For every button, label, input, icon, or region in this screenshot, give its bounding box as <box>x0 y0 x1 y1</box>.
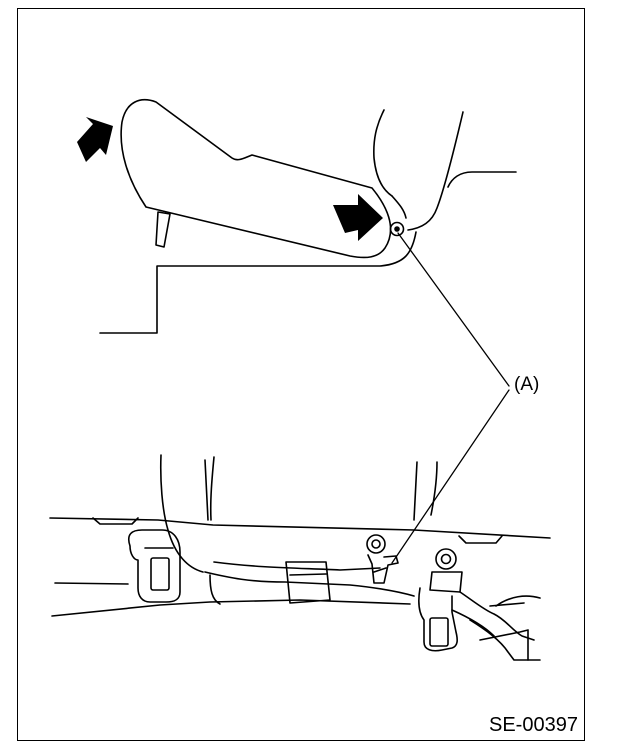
seat-back <box>373 109 517 231</box>
callout-label-a: (A) <box>514 374 540 395</box>
striker-hook-a <box>366 534 399 584</box>
figure-frame <box>17 8 585 741</box>
rear-hook-block <box>285 561 331 604</box>
seat-rail-stub <box>155 211 171 248</box>
hook-point-upper <box>389 221 405 237</box>
push-arrow-icon <box>333 194 383 241</box>
striker-hook-right <box>418 548 541 661</box>
figure-code: SE-00397 <box>489 714 578 736</box>
callout-leader-lines <box>391 232 510 564</box>
push-arrow-icon <box>77 117 113 162</box>
seat-side-latch-left <box>127 529 181 603</box>
seat-base-frame <box>49 454 551 617</box>
floor-contour-right <box>479 595 541 661</box>
seat-floor-outline <box>99 231 417 334</box>
seat-cushion <box>120 98 392 259</box>
